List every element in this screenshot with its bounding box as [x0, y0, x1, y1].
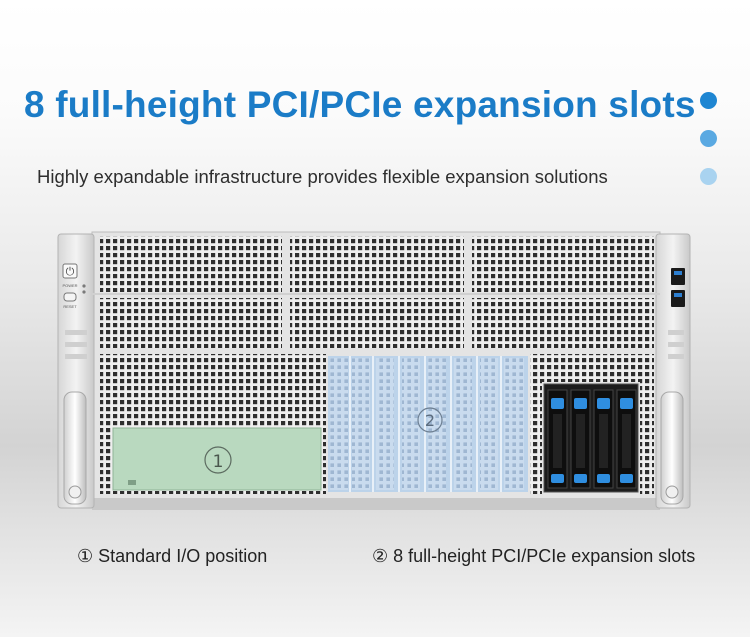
decor-dot-2	[700, 130, 717, 147]
drive-bay-cage	[543, 383, 639, 493]
left-rack-ear: ⏻ POWER RESET	[57, 233, 95, 509]
pcie-slot-area: 2	[328, 356, 528, 492]
usb-port-icon	[671, 290, 685, 307]
usb-port-icon	[671, 268, 685, 285]
page-subtitle: Highly expandable infrastructure provide…	[37, 166, 608, 187]
drive-bay	[593, 389, 614, 489]
drive-bay	[570, 389, 591, 489]
left-handle	[63, 391, 87, 505]
drive-bay	[616, 389, 637, 489]
page-title: 8 full-height PCI/PCIe expansion slots	[24, 84, 696, 125]
right-rack-ear	[655, 233, 691, 509]
pcie-marker: 2	[425, 411, 435, 430]
power-label: POWER	[62, 283, 77, 288]
lower-right-vent	[530, 354, 654, 382]
drive-bay	[547, 389, 568, 489]
top-vent-panels	[92, 236, 660, 348]
reset-label: RESET	[63, 304, 77, 309]
power-icon: ⏻	[66, 265, 75, 278]
right-handle	[660, 391, 684, 505]
io-position-area: 1	[112, 427, 322, 491]
decor-dot-3	[700, 168, 717, 185]
decor-dot-1	[700, 92, 717, 109]
caption-io-position: ① Standard I/O position	[77, 546, 268, 566]
io-marker: 1	[213, 452, 224, 472]
caption-pcie-slots: ② 8 full-height PCI/PCIe expansion slots	[372, 546, 696, 566]
